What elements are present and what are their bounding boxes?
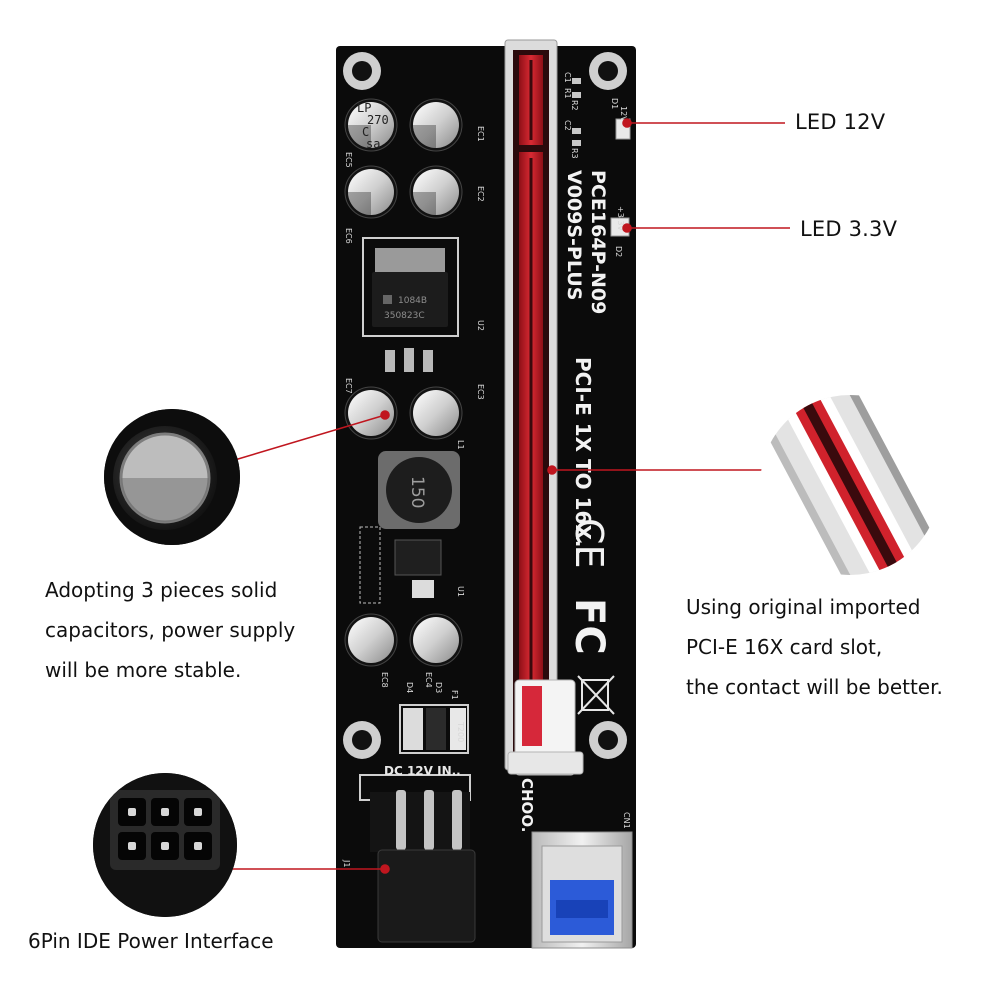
silk-ec2: EC2 xyxy=(476,186,485,202)
silk-c1: C1 xyxy=(563,72,572,83)
inductor: 150 xyxy=(378,451,460,529)
ic-chip xyxy=(359,526,442,604)
silk-ec3: EC3 xyxy=(476,384,485,400)
mounting-holes xyxy=(343,52,627,759)
capacitor-group-bottom xyxy=(344,613,463,667)
slot-caption-line-3: the contact will be better. xyxy=(686,675,943,699)
silk-3v3: +3.3V xyxy=(616,206,625,231)
capacitor-caption-line-2: capacitors, power supply xyxy=(45,618,296,642)
silk-u1: U1 xyxy=(456,586,465,597)
smd-components xyxy=(572,78,581,146)
silk-r2: R2 xyxy=(570,100,579,111)
inductor-marking: 150 xyxy=(407,476,427,508)
silk-f1: F1 xyxy=(450,690,459,700)
cap-marking-c: C xyxy=(362,125,369,139)
slot-latch xyxy=(507,679,584,776)
silk-c2: C2 xyxy=(563,120,572,131)
led-12v-label: LED 12V xyxy=(795,110,886,134)
power-interface-caption: 6Pin IDE Power Interface xyxy=(28,929,274,953)
capacitor-zoom-photo xyxy=(104,409,240,545)
silk-u2: U2 xyxy=(476,320,485,331)
silk-r1: R1 xyxy=(563,88,572,99)
silk-ec4: EC4 xyxy=(424,672,433,688)
model-line-2: V009S-PLUS xyxy=(563,170,585,300)
silk-d1: D1 xyxy=(610,98,619,109)
fc-mark: FC xyxy=(566,598,612,655)
silk-r3: R3 xyxy=(570,148,579,159)
callout-lines xyxy=(227,118,790,874)
diode-fuse-area xyxy=(399,704,469,754)
regulator-marking-1: 1084B xyxy=(398,296,427,306)
silk-12v: 12V xyxy=(619,106,628,122)
dc-input-label: DC 12V IN.. xyxy=(384,764,461,778)
usb-3-port xyxy=(531,831,633,949)
led-3v3-label: LED 3.3V xyxy=(800,217,898,241)
model-line-1: PCE164P-N09 xyxy=(587,170,609,314)
slot-caption: Using original imported PCI-E 16X card s… xyxy=(686,587,986,707)
slot-caption-line-2: PCI-E 16X card slot, xyxy=(686,635,883,659)
silk-ec5: EC5 xyxy=(344,152,353,168)
silk-ec8: EC8 xyxy=(380,672,389,688)
silk-ec6: EC6 xyxy=(344,228,353,244)
pcie-16x-slot xyxy=(504,39,558,771)
capacitor-group-middle xyxy=(344,386,463,440)
cap-marking-lp: LP xyxy=(357,101,371,115)
ce-mark: CE xyxy=(567,518,611,569)
silk-d3: D3 xyxy=(434,682,443,693)
weee-icon xyxy=(577,675,615,715)
voltage-regulator: 1084B 350823C xyxy=(362,237,459,372)
silk-ec1: EC1 xyxy=(476,126,485,142)
silk-l1: L1 xyxy=(456,440,465,450)
regulator-marking-2: 350823C xyxy=(384,311,425,321)
slot-zoom-photo xyxy=(760,395,940,575)
silk-j1: J1 xyxy=(342,859,351,867)
board-power-connector: DC 12V IN.. xyxy=(359,764,476,943)
silk-cn1: CN1 xyxy=(622,812,631,829)
capacitor-group-top xyxy=(344,98,463,219)
cap-marking-270: 270 xyxy=(367,113,389,127)
silk-d4: D4 xyxy=(405,682,414,693)
silk-d2: D2 xyxy=(614,246,623,257)
capacitor-caption-line-1: Adopting 3 pieces solid xyxy=(45,578,278,602)
silk-t200: T200 xyxy=(456,721,465,742)
brand-text-partial: CHOO. xyxy=(518,778,536,832)
slot-spec-text: PCI-E 1X TO 16X.. xyxy=(571,357,595,555)
silk-ec7: EC7 xyxy=(344,378,353,394)
capacitor-caption-line-3: will be more stable. xyxy=(45,658,242,682)
slot-caption-line-1: Using original imported xyxy=(686,595,921,619)
power-connector-zoom-photo xyxy=(93,773,237,917)
capacitor-caption: Adopting 3 pieces solid capacitors, powe… xyxy=(45,570,355,690)
cap-marking-sa: sa xyxy=(366,137,380,151)
